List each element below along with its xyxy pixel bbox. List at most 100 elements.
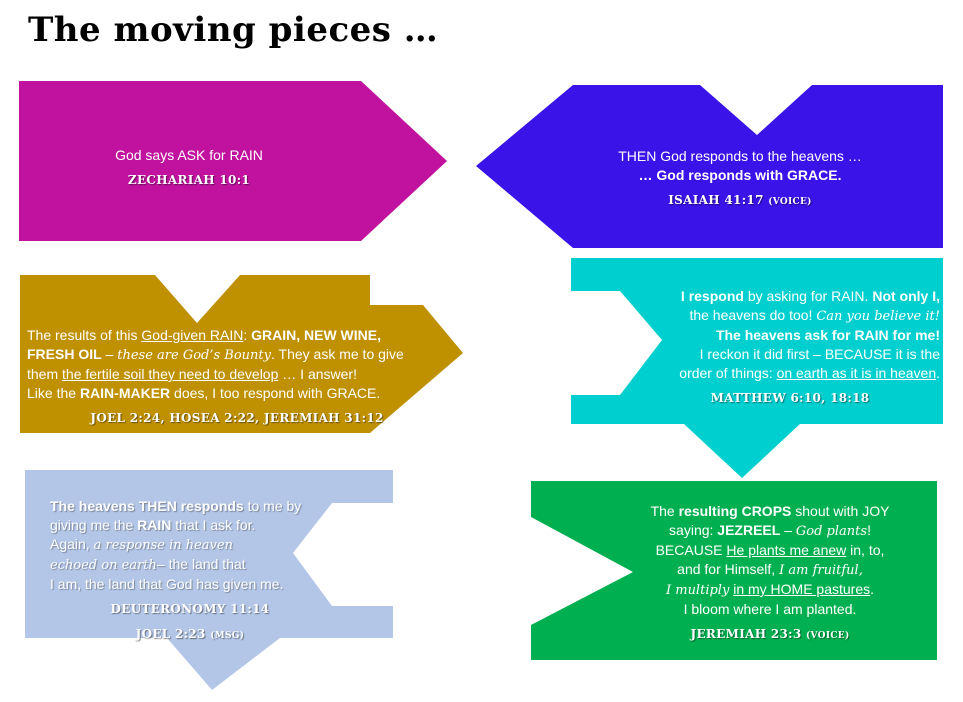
green-arrow-shape <box>531 481 937 660</box>
text-segment: … God responds with GRACE. <box>638 167 842 183</box>
text-segment: the fertile soil they need to develop <box>62 366 279 382</box>
text-segment: I am, the land that God has given me. <box>50 576 284 592</box>
text-segment: Deuteronomy 11:14 <box>110 602 270 616</box>
text-line: The resulting CROPS shout with JOY <box>630 502 910 521</box>
text-segment: RAIN <box>137 517 172 533</box>
scripture-reference: Zechariah 10:1 <box>19 171 359 190</box>
text-line: I respond by asking for RAIN. Not only I… <box>640 287 940 306</box>
text-line: saying: JEZREEL – God plants! <box>630 521 910 541</box>
lightblue-arrow-shape <box>25 470 393 690</box>
text-segment: The heavens ask for RAIN for me! <box>715 327 940 343</box>
text-segment: in my HOME pastures <box>733 581 871 597</box>
scripture-reference: Matthew 6:10, 18:18 <box>640 389 940 408</box>
text-segment: He plants me anew <box>726 542 847 558</box>
text-segment: I respond <box>680 288 744 304</box>
text-segment: that I ask for. <box>171 517 256 533</box>
text-segment: – <box>101 346 118 362</box>
scripture-reference: Deuteronomy 11:14 <box>50 600 330 619</box>
text-line: I multiply in my HOME pastures. <box>630 580 910 600</box>
text-segment: THEN God responds to the heavens … <box>618 148 862 164</box>
text-segment: by asking for RAIN. <box>743 288 873 304</box>
text-segment: Not only I, <box>872 288 940 304</box>
text-segment: them <box>27 366 63 382</box>
scripture-reference: Jeremiah 23:3 (Voice) <box>630 625 910 646</box>
text-line: I bloom where I am planted. <box>630 600 910 619</box>
text-segment: Jeremiah 23:3 <box>690 627 806 641</box>
text-line: I am, the land that God has given me. <box>50 575 330 594</box>
text-segment: Joel 2:23 <box>135 627 211 641</box>
text-segment: Isaiah 41:17 <box>668 193 769 207</box>
text-segment: a response in heaven <box>93 538 233 553</box>
text-segment: shout with JOY <box>791 503 890 519</box>
text-segment: Again, <box>50 536 94 552</box>
text-segment: these are God’s Bounty <box>117 348 271 363</box>
text-line: Again, a response in heaven <box>50 535 330 555</box>
text-segment: (MSG) <box>210 631 245 641</box>
text-line: … God responds with GRACE. <box>575 166 905 185</box>
text-segment: The <box>650 503 679 519</box>
text-line: The heavens ask for RAIN for me! <box>640 326 940 345</box>
text-segment: the heavens do too! <box>689 307 817 323</box>
text-segment: ! <box>867 522 871 538</box>
text-segment: – the land that <box>156 556 246 572</box>
box-god-responds: THEN God responds to the heavens … … God … <box>575 147 905 212</box>
cyan-arrow-shape <box>571 258 943 478</box>
text-line: the heavens do too! Can you believe it! <box>640 306 940 326</box>
text-segment: I multiply <box>665 583 730 598</box>
text-segment: I reckon it did first – BECAUSE it is th… <box>699 346 940 362</box>
text-segment: JEZREEL <box>717 522 781 538</box>
text-segment: . They ask me to give <box>271 346 404 362</box>
text-segment: to me by <box>243 498 302 514</box>
violet-arrow-shape <box>476 85 943 248</box>
text-segment: Matthew 6:10, 18:18 <box>710 391 870 405</box>
text-line: giving me the RAIN that I ask for. <box>50 516 330 535</box>
text-segment: Can you believe it! <box>816 309 940 324</box>
slide-title: The moving pieces … <box>28 10 439 50</box>
text-line: them the fertile soil they need to devel… <box>27 365 447 384</box>
text-segment: saying: <box>669 522 718 538</box>
text-line: and for Himself, I am fruitful, <box>630 560 910 580</box>
gold-arrow-shape <box>20 275 463 433</box>
text-segment: I bloom where I am planted. <box>683 601 857 617</box>
text-segment: and for Himself, <box>677 561 780 577</box>
text-segment: in, to, <box>846 542 885 558</box>
text-segment: giving me the <box>50 517 138 533</box>
text-line: God says ASK for RAIN <box>19 146 359 165</box>
box-results: The results of this God-given RAIN: GRAI… <box>27 326 447 428</box>
text-line: FRESH OIL – these are God’s Bounty. They… <box>27 345 447 365</box>
text-line: I reckon it did first – BECAUSE it is th… <box>640 345 940 364</box>
text-segment: (Voice) <box>806 631 850 641</box>
text-segment: The heavens THEN responds <box>50 498 244 514</box>
scripture-reference: Joel 2:23 (MSG) <box>50 625 330 646</box>
text-segment: echoed on earth <box>50 558 157 573</box>
scripture-reference: Joel 2:24, Hosea 2:22, Jeremiah 31:12 <box>27 409 447 428</box>
magenta-arrow-shape <box>19 81 447 241</box>
text-segment: – <box>780 522 796 538</box>
text-segment: The results of this <box>27 327 142 343</box>
text-segment: … I answer! <box>278 366 357 382</box>
text-segment: (Voice) <box>768 197 812 207</box>
text-segment: Joel 2:24, Hosea 2:22, Jeremiah 31:12 <box>90 411 384 425</box>
text-line: The heavens THEN responds to me by <box>50 497 330 516</box>
text-line: echoed on earth– the land that <box>50 555 330 575</box>
text-line: order of things: on earth as it is in he… <box>640 364 940 383</box>
text-segment: does, I too respond with GRACE. <box>170 385 381 401</box>
text-segment: I am fruitful, <box>779 563 863 578</box>
text-line: BECAUSE He plants me anew in, to, <box>630 541 910 560</box>
text-segment: God-given RAIN <box>141 327 244 343</box>
box-i-respond: I respond by asking for RAIN. Not only I… <box>640 287 940 408</box>
text-segment: resulting CROPS <box>678 503 792 519</box>
text-segment: . <box>936 365 940 381</box>
text-segment: : <box>243 327 252 343</box>
text-segment: on earth as it is in heaven <box>776 365 937 381</box>
box-ask-rain: God says ASK for RAIN Zechariah 10:1 <box>19 146 359 190</box>
text-segment: order of things: <box>679 365 777 381</box>
text-segment: Like the <box>27 385 80 401</box>
scripture-reference: Isaiah 41:17 (Voice) <box>575 191 905 212</box>
text-segment: . <box>870 581 875 597</box>
text-line: The results of this God-given RAIN: GRAI… <box>27 326 447 345</box>
text-segment: God says ASK for RAIN <box>115 147 263 163</box>
